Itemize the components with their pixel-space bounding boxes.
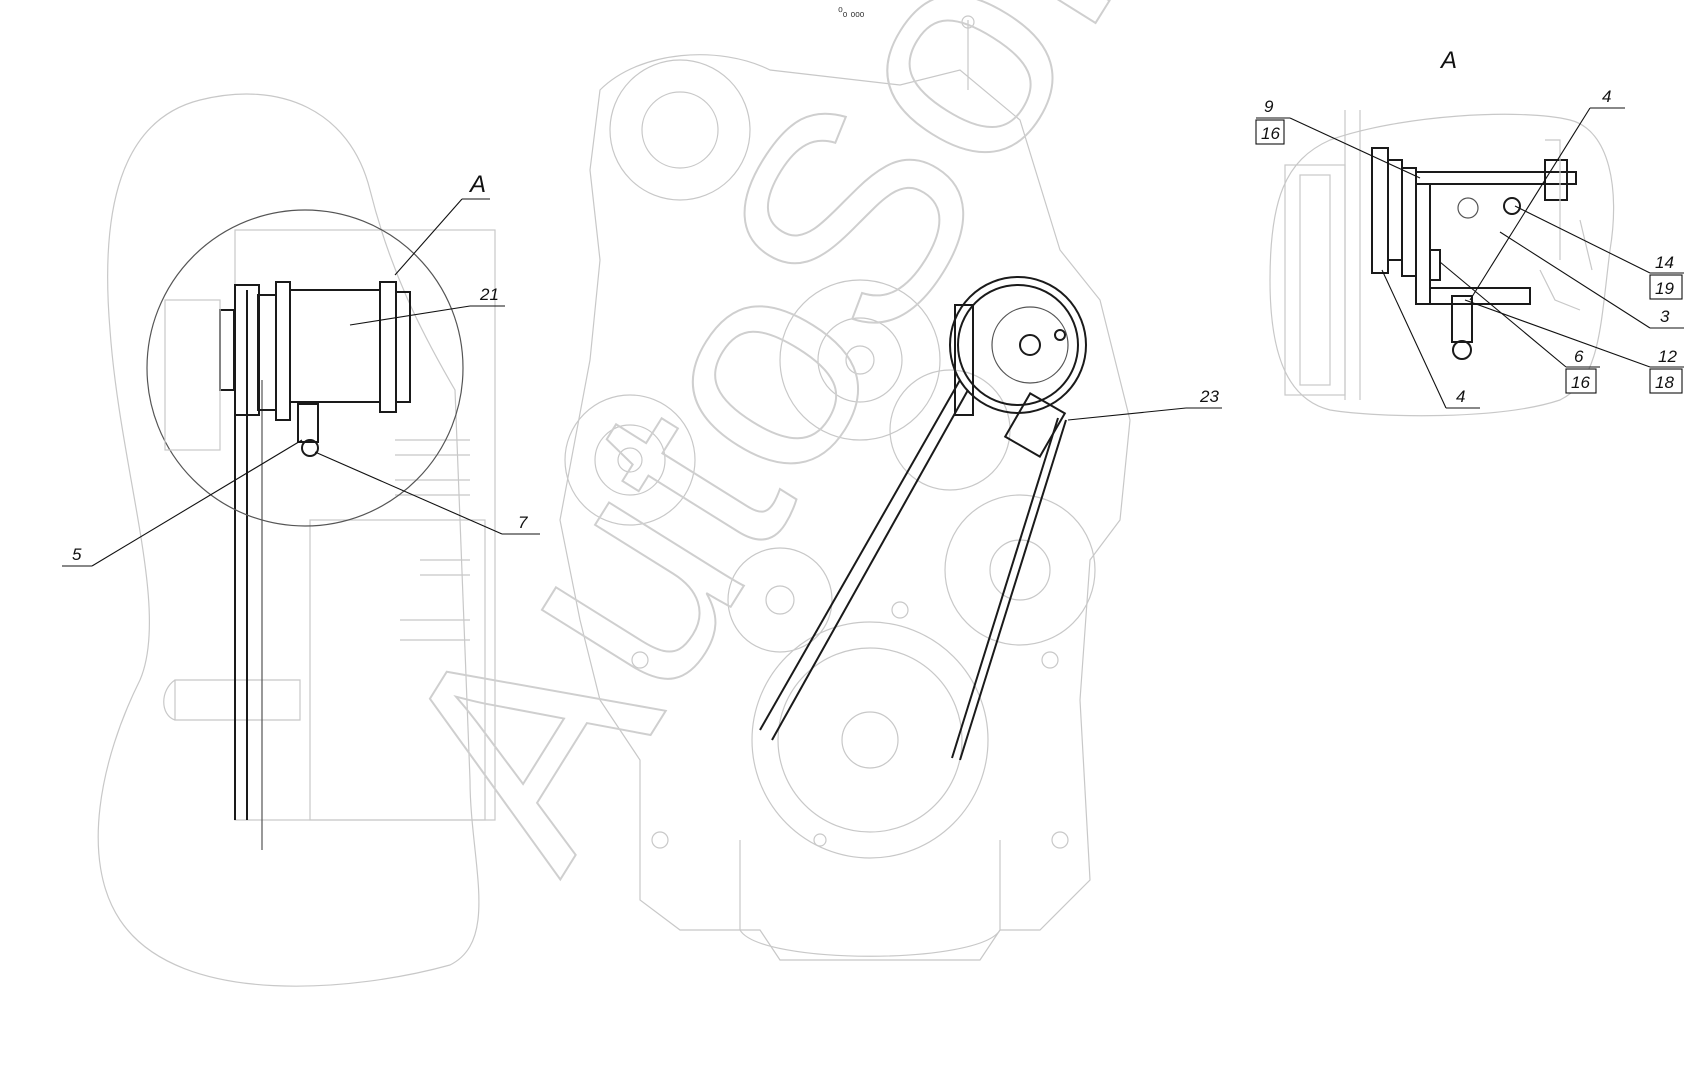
callout-16b: 16 bbox=[1571, 373, 1590, 392]
watermark: AutoSoft bbox=[329, 0, 1224, 914]
view-label-detail: A bbox=[1439, 47, 1457, 74]
side-view bbox=[97, 93, 496, 987]
callout-4a: 4 bbox=[1602, 87, 1611, 106]
callout-12: 12 bbox=[1658, 347, 1677, 366]
callout-21: 21 bbox=[479, 285, 499, 304]
turbo bbox=[609, 59, 751, 201]
water-pump-pulley bbox=[779, 279, 941, 441]
callout-14: 14 bbox=[1655, 253, 1674, 272]
compressor-side bbox=[219, 281, 411, 457]
front-view bbox=[559, 15, 1131, 961]
engine-outline bbox=[559, 54, 1131, 961]
detail-callouts: A 9 16 4 14 19 3 12 18 6 16 4 bbox=[1255, 47, 1684, 409]
callout-19: 19 bbox=[1655, 279, 1674, 298]
callout-7: 7 bbox=[518, 513, 528, 532]
belt-left-2 bbox=[771, 389, 969, 741]
belt-left bbox=[759, 379, 961, 731]
callout-18: 18 bbox=[1655, 373, 1674, 392]
callout-9: 9 bbox=[1264, 97, 1274, 116]
main-callouts: A 21 5 7 23 bbox=[62, 171, 1222, 567]
crankshaft-pulley bbox=[751, 621, 989, 859]
callout-4b: 4 bbox=[1456, 387, 1465, 406]
oil-pan bbox=[739, 840, 1001, 957]
view-label-main: A bbox=[468, 171, 486, 198]
callout-5: 5 bbox=[72, 545, 82, 564]
detail-circle-a bbox=[146, 209, 464, 527]
block-lower bbox=[309, 519, 486, 821]
top-mark: ⁰ₒ ₒₒₒ bbox=[838, 5, 865, 19]
callout-6: 6 bbox=[1574, 347, 1584, 366]
compressor-front bbox=[949, 276, 1087, 459]
pipes bbox=[395, 439, 470, 641]
callout-16a: 16 bbox=[1261, 124, 1280, 143]
side-view-outline bbox=[97, 93, 480, 987]
alternator bbox=[564, 394, 696, 526]
oil-pipe bbox=[163, 679, 301, 721]
callout-23: 23 bbox=[1199, 387, 1219, 406]
belt-right bbox=[959, 419, 1067, 761]
detail-compressor bbox=[1371, 147, 1577, 360]
detail-outline bbox=[1269, 113, 1615, 417]
pulley-stack bbox=[164, 299, 221, 451]
callout-3: 3 bbox=[1660, 307, 1670, 326]
belt-right-2 bbox=[951, 417, 1059, 759]
idler-pulley bbox=[727, 547, 833, 653]
detail-view-a bbox=[1269, 110, 1615, 417]
fan-drive bbox=[944, 494, 1096, 646]
